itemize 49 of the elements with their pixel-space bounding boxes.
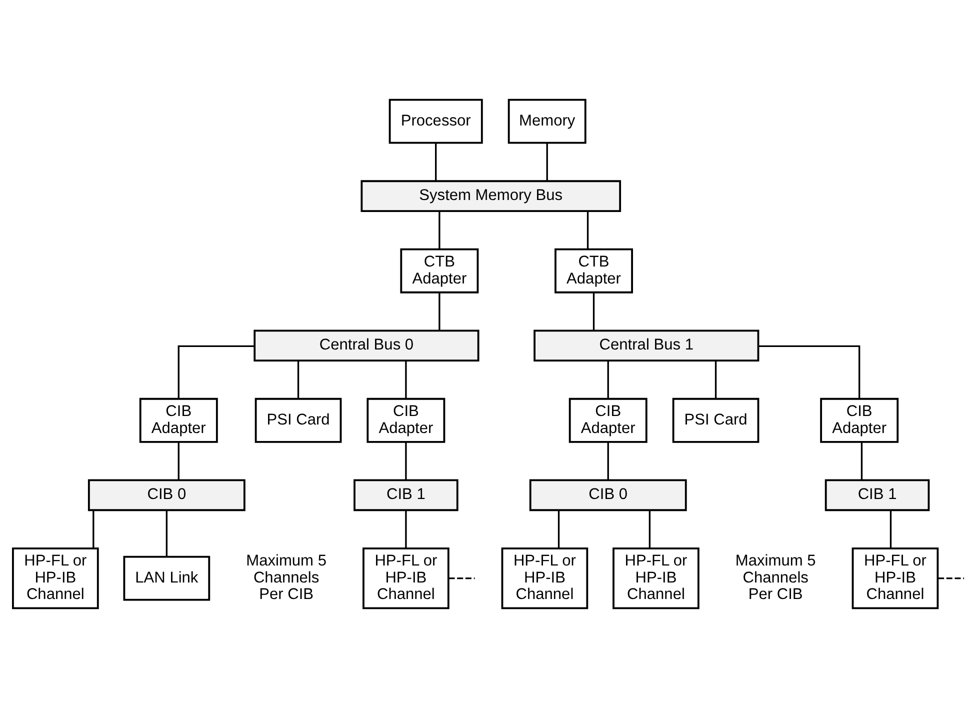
- node-box: CIB 1: [824, 479, 930, 512]
- node-box: CIB 0: [529, 479, 687, 512]
- node-box: Central Bus 0: [254, 330, 480, 362]
- connector: [405, 510, 407, 548]
- connector: [297, 360, 300, 399]
- connector: [758, 345, 860, 399]
- node-box: LAN Link: [123, 556, 210, 601]
- label: Maximum 5 Channels Per CIB: [735, 552, 816, 604]
- node-box: CIB 1: [354, 479, 458, 512]
- connector: [435, 142, 437, 181]
- connector: [890, 510, 892, 548]
- connector: [405, 360, 407, 399]
- connector: [714, 360, 717, 399]
- label: Maximum 5 Channels Per CIB: [246, 552, 326, 604]
- node-box: HP-FL or HP-IB Channel: [852, 547, 939, 610]
- connector: [586, 211, 589, 250]
- connector: [438, 211, 440, 250]
- connector: [405, 442, 407, 480]
- node-box: PSI Card: [672, 398, 760, 443]
- node-box: CIB Adapter: [568, 398, 648, 443]
- connector: [178, 345, 254, 399]
- node-box: CIB Adapter: [366, 398, 446, 443]
- connector: [607, 442, 609, 480]
- connector: [178, 442, 180, 480]
- node-box: HP-FL or HP-IB Channel: [12, 547, 99, 610]
- connector: [448, 577, 475, 580]
- node-box: CTB Adapter: [400, 248, 479, 294]
- connector: [92, 510, 94, 548]
- connector: [546, 142, 548, 181]
- connector: [438, 292, 440, 330]
- node-box: HP-FL or HP-IB Channel: [612, 547, 700, 610]
- connector: [938, 577, 964, 580]
- node-box: CIB Adapter: [139, 398, 218, 443]
- node-box: CIB Adapter: [820, 398, 899, 443]
- node-box: HP-FL or HP-IB Channel: [362, 547, 450, 610]
- node-box: System Memory Bus: [360, 180, 622, 212]
- node-box: HP-FL or HP-IB Channel: [501, 547, 588, 610]
- connector: [166, 510, 168, 557]
- node-box: CTB Adapter: [554, 248, 633, 294]
- connector: [592, 292, 595, 330]
- node-box: Central Bus 1: [534, 330, 760, 362]
- connector: [558, 510, 560, 548]
- node-box: PSI Card: [254, 398, 342, 443]
- node-box: Memory: [508, 98, 586, 144]
- connector: [860, 442, 863, 480]
- node-box: CIB 0: [88, 479, 246, 512]
- connector: [648, 510, 651, 548]
- connector: [607, 360, 609, 399]
- node-box: Processor: [388, 98, 483, 144]
